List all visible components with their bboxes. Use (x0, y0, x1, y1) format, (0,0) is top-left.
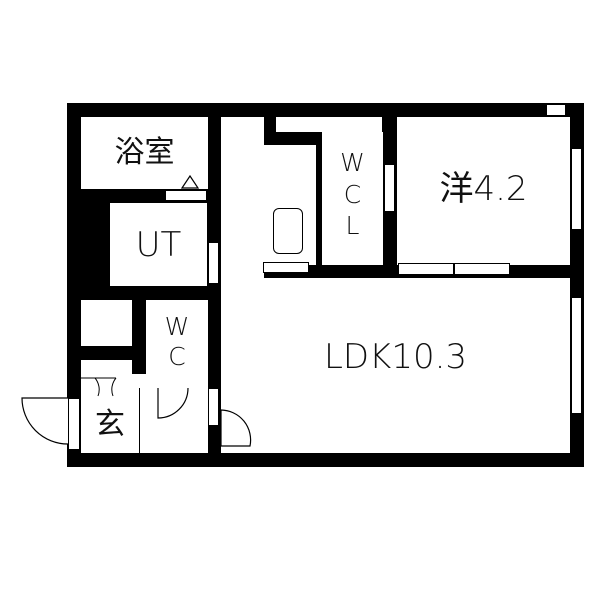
window-ldk-right (571, 297, 582, 414)
sliding-door-western-2[interactable] (454, 263, 510, 275)
window-kitchen-base (263, 262, 309, 273)
room-bath (81, 117, 208, 189)
label-ut: UT (135, 225, 182, 265)
window-wcl (384, 164, 395, 212)
window-ut (208, 242, 219, 284)
kitchen-sink-icon (273, 208, 303, 254)
label-ldk: LDK10.3 (323, 337, 468, 377)
room-wc (146, 300, 208, 374)
front-door-jamb (68, 398, 80, 450)
sliding-door-western-1[interactable] (398, 263, 454, 275)
room-ldk (221, 278, 570, 453)
room-western (397, 117, 570, 265)
label-wc-c: C (168, 342, 186, 371)
room-entrance (81, 374, 208, 453)
room-wcl (322, 132, 383, 265)
window-western-top (546, 104, 566, 116)
room-hall-top (276, 117, 382, 132)
entrance-divider (139, 388, 140, 453)
label-wcl-c: C (343, 180, 362, 209)
label-wcl-l: L (345, 211, 360, 240)
window-bath-ut (165, 190, 207, 201)
room-storage (81, 300, 132, 346)
label-wcl-w: W (340, 148, 365, 177)
room-ut (110, 203, 207, 286)
label-bath: 浴室 (114, 135, 175, 170)
room-kitchen-niche (264, 145, 316, 265)
label-wc-w: W (164, 312, 190, 341)
room-shoe-shelf (81, 360, 132, 374)
window-western-right (571, 148, 582, 230)
label-western: 洋4.2 (439, 169, 528, 209)
label-entrance: 玄 (95, 407, 125, 442)
window-hall-left (208, 388, 219, 426)
